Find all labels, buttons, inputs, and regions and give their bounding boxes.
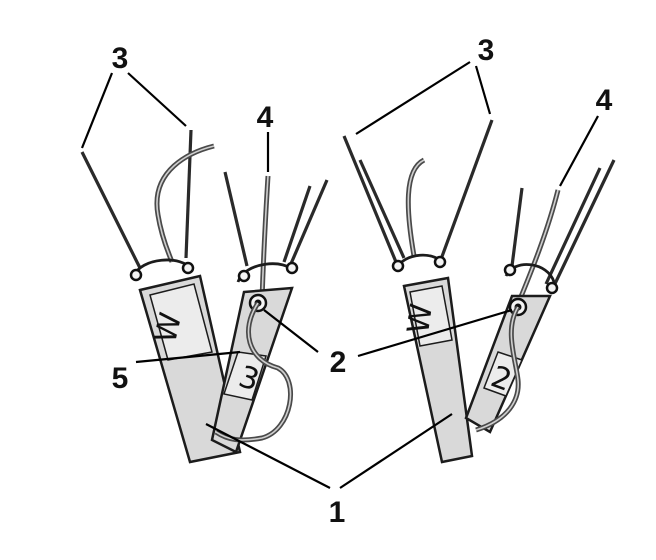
callout-labels: 3 3 4 4 2 5 1 xyxy=(112,34,613,529)
right-assembly: W 2 xyxy=(342,119,616,464)
leader-2-left xyxy=(263,309,319,353)
bar-right-w: W xyxy=(391,253,474,464)
ring-right-2-2 xyxy=(545,281,559,295)
string-right-2-b xyxy=(550,159,616,291)
leader-3-left-a xyxy=(80,72,114,149)
string-right-w-b xyxy=(358,159,406,259)
ring-right-w-2 xyxy=(433,255,447,269)
ring-left-w-1 xyxy=(129,268,143,282)
string-left-3-c xyxy=(282,185,312,263)
string-right-w-c xyxy=(438,119,494,263)
callout-4-left: 4 xyxy=(257,101,274,134)
string-right-2-c xyxy=(544,167,602,285)
string-right-w-a xyxy=(342,135,398,263)
cord-right-curl xyxy=(405,157,426,257)
leader-1-right xyxy=(339,413,453,489)
leader-3-left-b xyxy=(127,72,187,127)
string-left-3-a xyxy=(223,171,249,267)
string-right-2-a xyxy=(510,187,524,267)
string-left-w-inner xyxy=(184,129,193,259)
leader-3-right-b xyxy=(474,65,492,115)
leader-3-right-a xyxy=(355,61,471,135)
leader-1-left xyxy=(205,423,331,489)
ring-right-2-1 xyxy=(503,263,517,277)
string-left-3-b xyxy=(288,179,329,267)
callout-3-right: 3 xyxy=(478,34,495,67)
bar-right-w-mark: W xyxy=(401,302,440,336)
leader-2-right xyxy=(357,308,513,358)
callout-4-right: 4 xyxy=(596,84,613,117)
callout-3-left: 3 xyxy=(112,42,129,75)
leader-4-right xyxy=(559,115,599,187)
callout-2: 2 xyxy=(330,346,347,379)
left-assembly: W 3 xyxy=(80,129,329,464)
callout-5: 5 xyxy=(112,362,129,395)
ring-left-3-2 xyxy=(285,261,299,275)
string-left-w-outer xyxy=(80,151,142,269)
ring-left-w-2 xyxy=(181,261,195,275)
leader-lines xyxy=(80,61,599,489)
bar-left-w: W xyxy=(129,258,242,464)
leader-5 xyxy=(135,350,241,364)
callout-1: 1 xyxy=(329,496,346,529)
ring-right-w-1 xyxy=(391,259,405,273)
ring-left-3-1 xyxy=(237,269,251,283)
